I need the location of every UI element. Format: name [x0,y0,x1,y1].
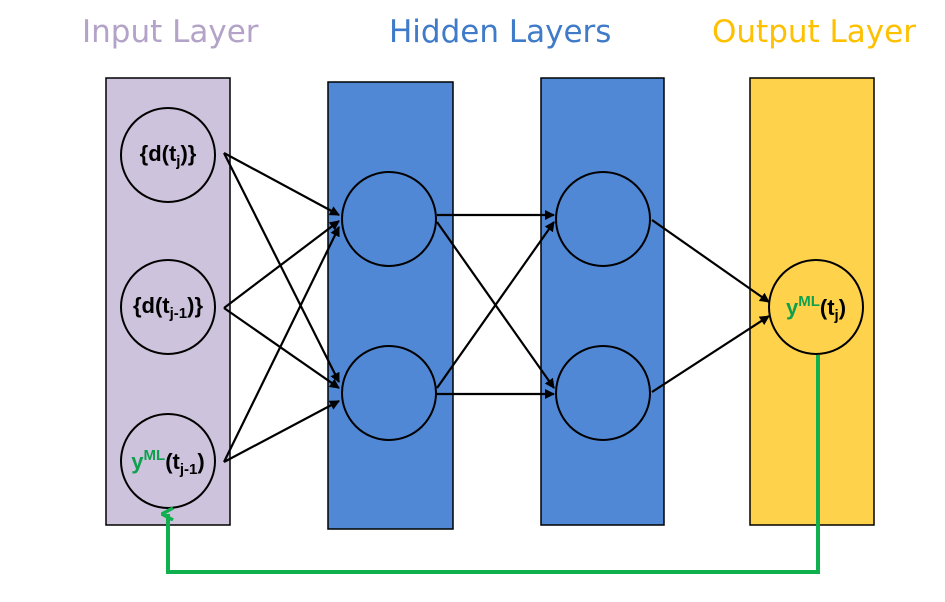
edge [223,220,340,309]
label-subscript: j-1 [179,461,198,478]
feedback-arrow [168,355,820,574]
edge [436,221,555,389]
edge [651,219,770,303]
input-node-1-label: {d(tj)} [139,141,197,170]
label-prefix: (t [165,449,180,474]
edge [223,152,340,383]
label-subscript: j-1 [169,305,188,322]
input-node-2-label: {d(tj-1)} [132,293,204,322]
edge [223,307,340,389]
label-suffix: )} [187,293,204,318]
hidden1-node-2 [341,345,437,441]
hidden2-node-1 [555,171,651,267]
edge [223,400,340,463]
hidden-layer-2-panel [540,77,665,526]
hidden-layers-title: Hidden Layers [389,14,612,50]
input-node-1 [120,107,216,203]
input-layer-title: Input Layer [82,14,259,50]
edge [223,152,340,216]
label-subscript: j [834,307,839,324]
label-subscript: j [176,153,181,170]
label-suffix: ) [197,449,205,474]
label-suffix: )} [180,141,197,166]
ml-base: y [131,449,144,474]
output-node [768,259,864,355]
edge [223,226,340,463]
label-prefix: {d(t [132,293,170,318]
output-layer-title: Output Layer [712,14,916,50]
hidden2-node-2 [555,345,651,441]
hidden1-node-1 [341,171,437,267]
input-node-3-label: yML(tj-1) [131,447,205,478]
ml-superscript: ML [143,447,166,464]
label-prefix: (t [819,295,835,320]
input-to-hidden-edges [223,152,340,463]
label-suffix: ) [838,295,847,320]
input-node-2 [120,259,216,355]
hidden-to-hidden-edges [436,210,555,399]
output-node-label: yML(tj) [785,293,847,324]
ml-base: y [785,295,799,320]
hidden-to-output-edges [651,219,770,393]
edge [651,315,770,393]
hidden-layer-1-panel [327,81,454,530]
label-prefix: {d(t [139,141,177,166]
ml-superscript: ML [798,293,820,310]
